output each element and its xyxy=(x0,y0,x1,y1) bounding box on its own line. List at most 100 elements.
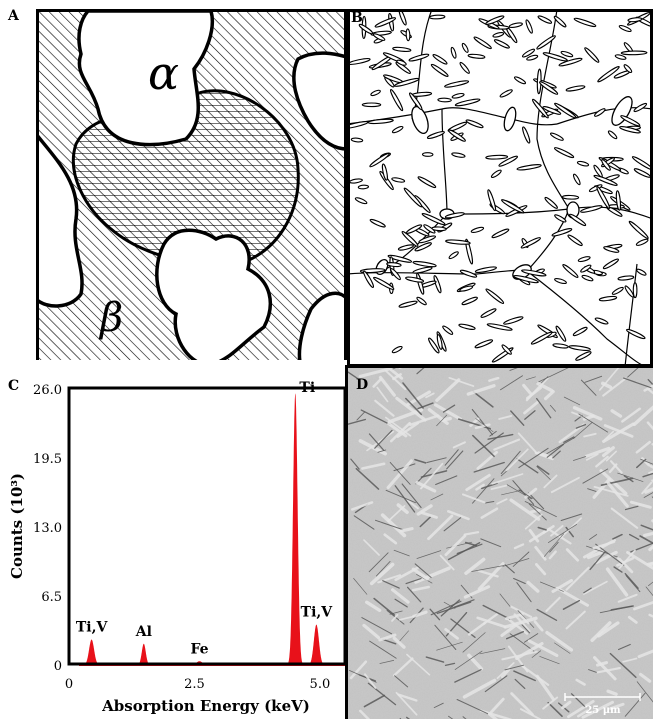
needle xyxy=(547,523,578,544)
needle xyxy=(561,700,572,710)
needle xyxy=(646,421,653,431)
alpha-lath xyxy=(593,174,618,186)
needle xyxy=(482,604,511,620)
alpha-lath xyxy=(401,231,419,247)
alpha-lath xyxy=(429,14,446,20)
alpha-lath xyxy=(513,76,527,85)
alpha-lath xyxy=(459,269,478,278)
needle xyxy=(467,621,486,636)
needle xyxy=(563,396,581,406)
alpha-lath xyxy=(473,36,492,50)
alpha-lath xyxy=(485,15,505,25)
needle xyxy=(583,432,597,438)
alpha-lath xyxy=(624,285,635,298)
needle xyxy=(487,712,499,719)
alpha-lath xyxy=(403,187,423,208)
needle xyxy=(391,613,399,622)
alpha-lath xyxy=(572,326,588,337)
alpha-lath xyxy=(396,59,407,66)
needle xyxy=(415,480,437,493)
needle xyxy=(513,577,526,585)
needle xyxy=(406,586,422,603)
needle xyxy=(359,709,371,719)
needle xyxy=(412,610,428,618)
needle xyxy=(576,709,589,718)
needle xyxy=(350,458,360,470)
needle xyxy=(549,541,559,553)
needle xyxy=(383,533,398,545)
alpha-lath xyxy=(454,98,481,107)
needle xyxy=(465,473,491,492)
needle xyxy=(505,448,529,472)
needle xyxy=(548,529,572,545)
needle xyxy=(510,605,533,618)
alpha-lath xyxy=(445,239,471,245)
alpha-lath xyxy=(448,251,459,260)
needle xyxy=(504,664,524,671)
needle xyxy=(416,550,442,559)
x-axis-label: Absorption Energy (keV) xyxy=(101,697,310,715)
needle xyxy=(392,636,406,649)
needle xyxy=(488,376,500,382)
needle xyxy=(647,388,653,395)
needle xyxy=(544,533,564,557)
alpha-lath xyxy=(602,258,619,270)
needle xyxy=(560,513,583,521)
needle xyxy=(362,623,380,640)
needle xyxy=(565,610,586,630)
needle xyxy=(369,562,395,586)
needle xyxy=(472,434,495,458)
needle xyxy=(573,456,587,461)
needle xyxy=(439,554,455,571)
needle xyxy=(411,585,430,592)
needle xyxy=(444,449,459,466)
needle xyxy=(613,566,623,573)
panel-divider-vertical xyxy=(345,365,348,719)
needle xyxy=(391,588,410,604)
needle xyxy=(617,472,644,482)
needle xyxy=(382,638,397,645)
needle xyxy=(452,441,466,449)
needle xyxy=(600,477,634,486)
needle xyxy=(554,642,571,654)
needle xyxy=(396,503,409,515)
needle xyxy=(481,482,498,490)
alpha-lath xyxy=(608,204,625,209)
needle xyxy=(516,582,532,603)
needle xyxy=(582,468,609,484)
alpha-lath xyxy=(611,286,624,295)
needle xyxy=(543,474,558,489)
alpha-lath xyxy=(369,218,386,228)
needle xyxy=(429,608,441,621)
needle xyxy=(610,507,639,529)
alpha-lath xyxy=(374,17,396,28)
needle xyxy=(636,681,653,703)
alpha-lath xyxy=(474,339,494,349)
needle xyxy=(575,678,586,686)
needle xyxy=(565,548,580,562)
panel-label-a: A xyxy=(8,8,19,24)
alpha-lath xyxy=(412,266,433,274)
needle xyxy=(513,670,536,682)
needle xyxy=(474,432,504,454)
needle xyxy=(396,422,420,438)
needle xyxy=(447,541,481,561)
needle xyxy=(385,489,416,504)
alpha-lath xyxy=(553,147,575,159)
needle xyxy=(551,578,574,593)
needle xyxy=(447,510,470,521)
alpha-lath xyxy=(372,33,386,41)
needle xyxy=(484,675,508,693)
needle xyxy=(351,501,374,511)
needle xyxy=(405,390,432,407)
alpha-lath xyxy=(568,345,591,351)
needle xyxy=(349,660,368,680)
alpha-lath xyxy=(577,256,591,263)
needle xyxy=(417,402,434,410)
needle xyxy=(500,375,523,391)
needle xyxy=(546,437,576,455)
alpha-lath xyxy=(459,61,470,74)
alpha-lath xyxy=(361,102,382,108)
needle xyxy=(642,472,653,478)
alpha-lath xyxy=(569,213,587,227)
